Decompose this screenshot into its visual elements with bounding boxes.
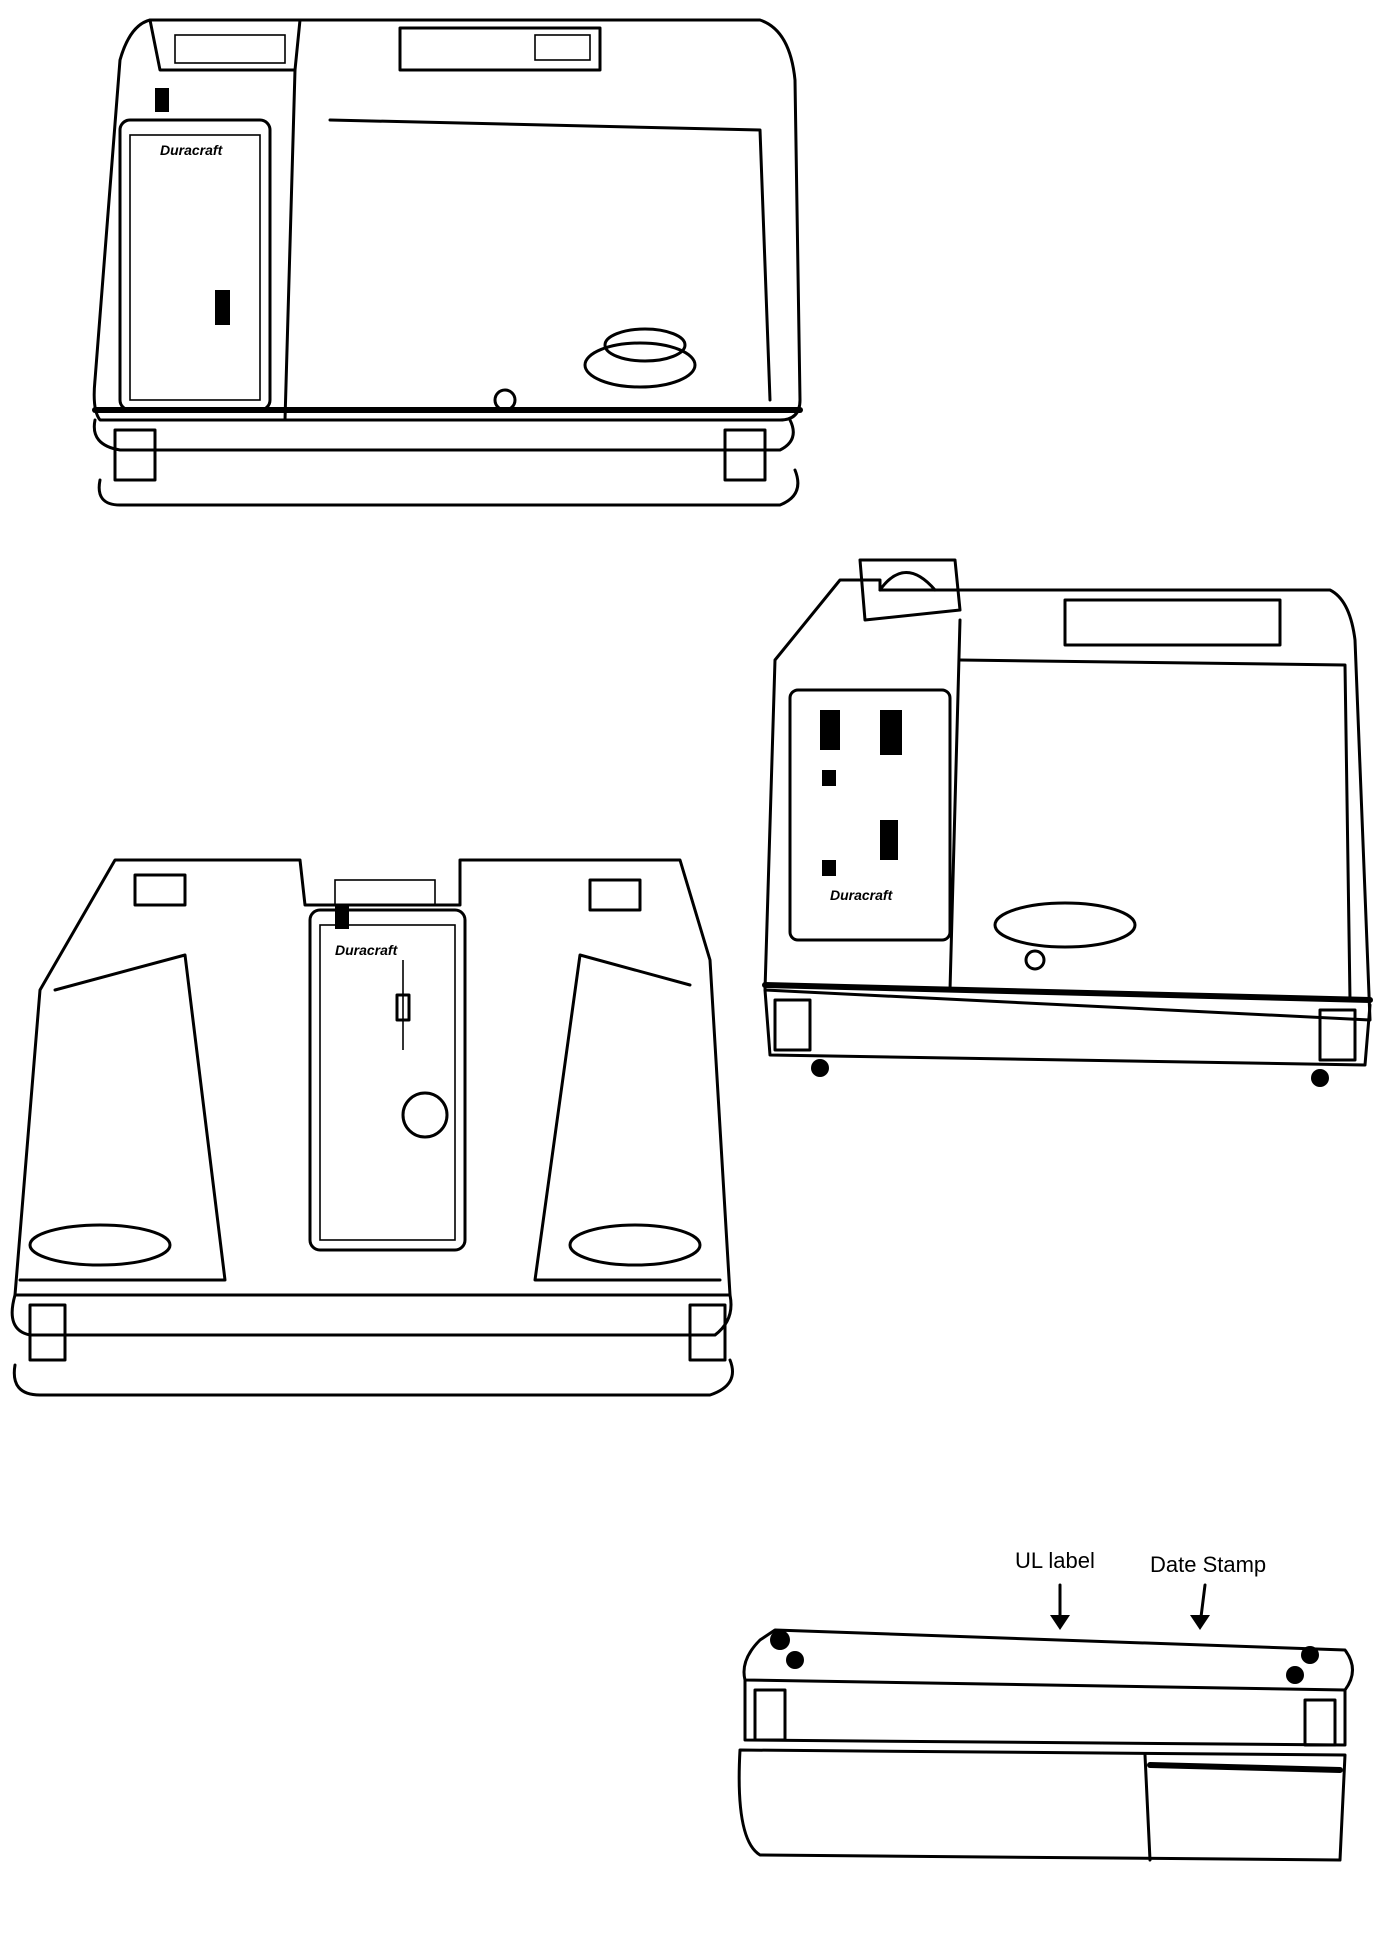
ul-label-callout: UL label — [1015, 1548, 1095, 1573]
duracraft-logo: Duracraft — [335, 942, 399, 958]
figure-single-tank-front: Duracraft — [92, 18, 803, 507]
figure-single-tank-angled: Duracraft — [762, 558, 1373, 1087]
date-stamp-callout: Date Stamp — [1150, 1552, 1267, 1577]
figure-base-underside — [737, 1583, 1354, 1862]
duracraft-logo: Duracraft — [830, 887, 894, 903]
duracraft-logo: Duracraft — [160, 142, 224, 158]
figure-dual-tank: Duracraft — [10, 858, 734, 1397]
